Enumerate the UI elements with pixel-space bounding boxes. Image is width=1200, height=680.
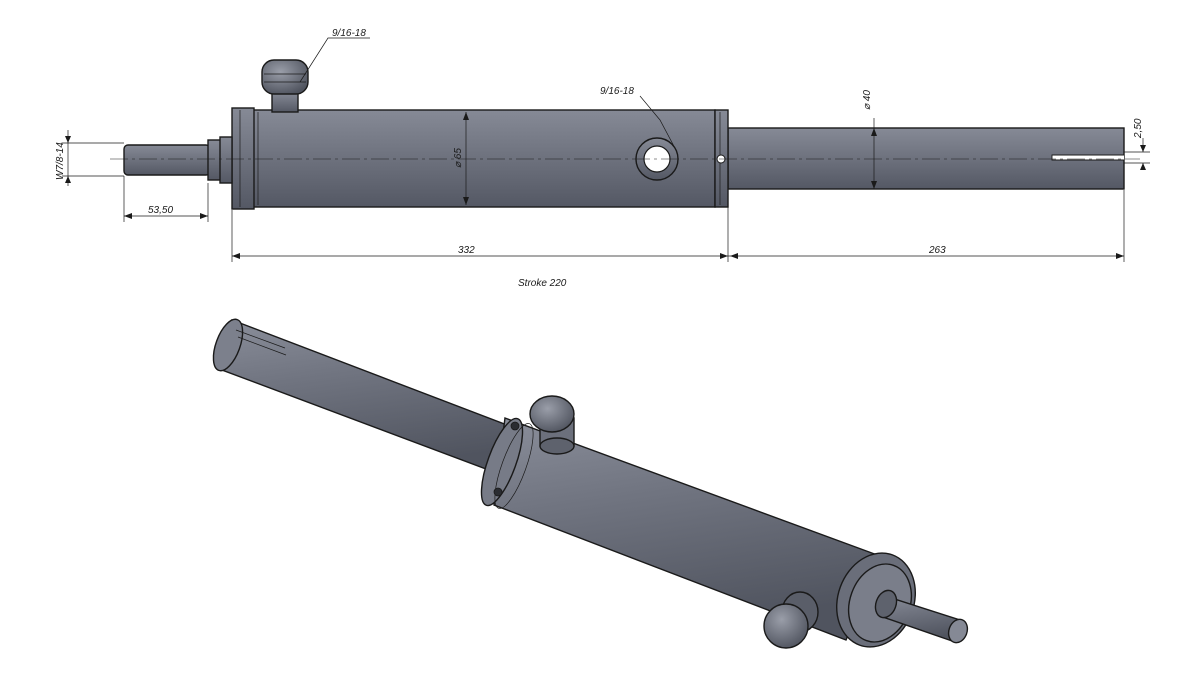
threaded-shaft [123, 144, 211, 176]
iso-top-port-fitting [529, 395, 575, 455]
isometric-view [212, 318, 969, 649]
dimensions: 9/16-18 9/16-18 ⌀ 40 ⌀ 65 2,50 W7/8-14 5… [55, 28, 1150, 289]
port-top-label: 9/16-18 [332, 28, 366, 39]
iso-rod-end [212, 318, 244, 372]
rod-length-label: 263 [928, 245, 946, 256]
head-cap [231, 107, 255, 210]
rod-slot-label: 2,50 [1133, 118, 1144, 139]
shaft-length-label: 53,50 [148, 205, 173, 216]
port-side-label: 9/16-18 [600, 86, 634, 97]
shaft-shoulder [219, 136, 233, 184]
barrel-diameter-label: ⌀ 65 [453, 148, 464, 168]
thread-label: W7/8-14 [55, 142, 66, 180]
stroke-label: Stroke 220 [518, 278, 567, 289]
rod-diameter-label: ⌀ 40 [862, 90, 873, 110]
iso-piston-rod [221, 319, 521, 479]
iso-side-port-fitting [763, 591, 819, 649]
body-length-label: 332 [458, 245, 475, 256]
side-view [110, 59, 1140, 210]
top-port-fitting [261, 59, 309, 113]
